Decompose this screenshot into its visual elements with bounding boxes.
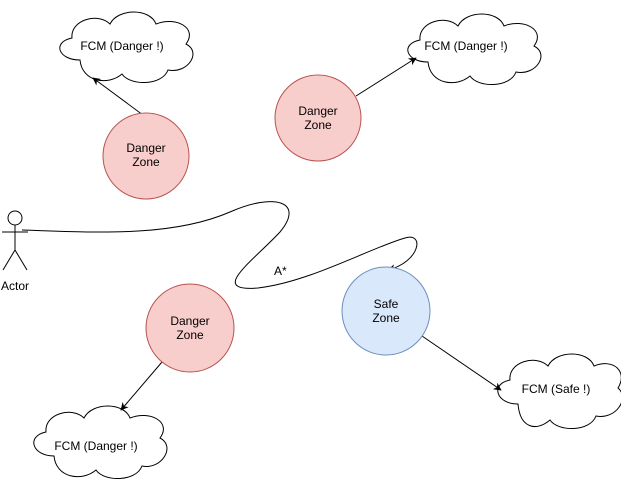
cloud-shape <box>33 405 168 479</box>
zone-circle <box>102 112 190 200</box>
arrow-zone-to-fcm-safe <box>421 335 502 391</box>
zone-label-line1: Danger <box>298 104 337 118</box>
cloud-fcm-top-right: FCM (Danger !) <box>407 13 542 85</box>
actor-leg-right-icon <box>14 249 28 271</box>
actor-leg-left-icon <box>2 249 16 271</box>
zone-circle <box>341 266 431 356</box>
cloud-shape <box>407 13 542 85</box>
zone-danger-top-left: Danger Zone <box>102 112 190 200</box>
zone-circle <box>274 74 362 162</box>
cloud-shape <box>59 11 194 83</box>
cloud-fcm-top-left: FCM (Danger !) <box>59 11 194 83</box>
astar-label: A* <box>274 264 287 278</box>
cloud-label: FCM (Danger !) <box>80 39 163 53</box>
actor-figure: Actor <box>1 210 29 293</box>
zone-circle <box>145 283 235 373</box>
arrow-zone-to-fcm-top-right <box>355 57 417 97</box>
cloud-label: FCM (Safe !) <box>522 382 591 396</box>
astar-path <box>21 201 418 289</box>
zone-label-line1: Danger <box>170 314 209 328</box>
zone-label-line2: Zone <box>132 155 160 169</box>
arrow-zone-to-fcm-bottom-left <box>120 361 163 411</box>
zone-label-line1: Safe <box>374 297 399 311</box>
cloud-label: FCM (Danger !) <box>54 439 137 453</box>
cloud-label: FCM (Danger !) <box>424 39 507 53</box>
actor-label: Actor <box>1 279 29 293</box>
cloud-fcm-safe: FCM (Safe !) <box>497 353 621 429</box>
zone-label-line2: Zone <box>372 311 400 325</box>
zone-label-line2: Zone <box>176 328 204 342</box>
zone-label-line1: Danger <box>126 141 165 155</box>
arrow-zone-to-fcm-top-left <box>92 77 148 119</box>
cloud-fcm-bottom-left: FCM (Danger !) <box>33 405 168 479</box>
actor-head-icon <box>7 210 23 226</box>
zone-danger-top-right: Danger Zone <box>274 74 362 162</box>
zone-danger-bottom-left: Danger Zone <box>145 283 235 373</box>
zone-safe: Safe Zone <box>341 266 431 356</box>
cloud-shape <box>497 353 621 429</box>
zone-label-line2: Zone <box>304 118 332 132</box>
